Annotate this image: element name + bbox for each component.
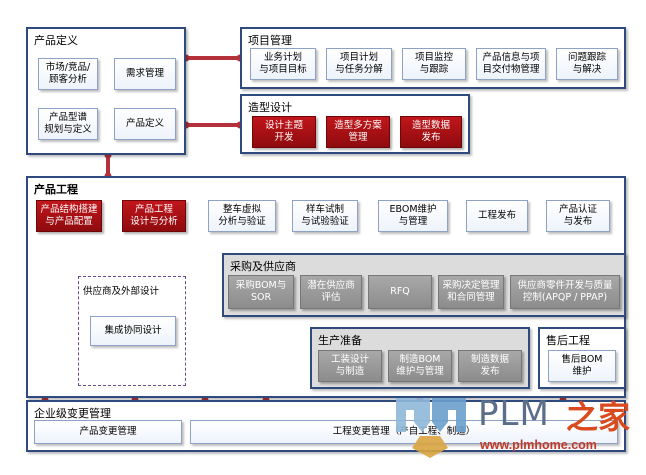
- product-engineering-title: 产品工程: [34, 183, 78, 196]
- issue-tracking-box[interactable]: 问题跟踪 与解决: [556, 48, 618, 80]
- styling-release-box[interactable]: 造型数据 发布: [400, 116, 462, 148]
- supplier-design-title: 供应商及外部设计: [83, 286, 160, 297]
- production-prep-title: 生产准备: [318, 334, 362, 347]
- project-management-title: 项目管理: [248, 34, 292, 47]
- logo-han: 之家: [566, 398, 631, 436]
- virtual-analysis-box[interactable]: 整车虚拟 分析与验证: [208, 200, 276, 232]
- styling-scheme-box[interactable]: 造型多方案 管理: [326, 116, 390, 148]
- ebom-maintenance-box[interactable]: EBOM维护 与管理: [378, 200, 448, 232]
- manufacturing-data-box[interactable]: 制造数据 发布: [458, 350, 522, 382]
- product-definition-title: 产品定义: [34, 34, 78, 47]
- procurement-title: 采购及供应商: [230, 260, 296, 273]
- collaborative-design-box[interactable]: 集成协同设计: [90, 316, 176, 346]
- deliverables-management-box[interactable]: 产品信息与项 目交付物管理: [476, 48, 546, 80]
- purchase-bom-box[interactable]: 采购BOM与 SOR: [228, 275, 294, 309]
- project-monitoring-box[interactable]: 项目监控 与跟踪: [402, 48, 466, 80]
- product-certification-box[interactable]: 产品认证 与发布: [546, 200, 610, 232]
- prototype-build-box[interactable]: 样车试制 与试验验证: [292, 200, 358, 232]
- product-definition-box[interactable]: 产品定义: [114, 108, 176, 140]
- plm-logo-icon: [396, 398, 466, 458]
- product-spectrum-box[interactable]: 产品型谱 规划与定义: [38, 108, 98, 140]
- engineering-design-box[interactable]: 产品工程 设计与分析: [122, 200, 186, 232]
- supplier-quality-box[interactable]: 供应商零件开发与质量 控制(APQP / PPAP): [510, 275, 620, 309]
- mbom-maintenance-box[interactable]: 制造BOM 维护与管理: [388, 350, 452, 382]
- requirements-management-box[interactable]: 需求管理: [114, 58, 176, 90]
- contract-management-box[interactable]: 采购决定管理 和合同管理: [438, 275, 504, 309]
- market-analysis-box[interactable]: 市场/竞品/ 顾客分析: [38, 58, 98, 90]
- product-structure-box[interactable]: 产品结构搭建 与产品配置: [36, 200, 102, 232]
- project-plan-box[interactable]: 项目计划 与任务分解: [326, 48, 392, 80]
- after-sales-title: 售后工程: [546, 334, 590, 347]
- design-theme-box[interactable]: 设计主题 开发: [252, 116, 316, 148]
- aftersales-bom-box[interactable]: 售后BOM 维护: [548, 350, 616, 382]
- tooling-design-box[interactable]: 工装设计 与制造: [318, 350, 382, 382]
- business-plan-box[interactable]: 业务计划 与项目目标: [250, 48, 316, 80]
- styling-design-title: 造型设计: [248, 101, 292, 114]
- logo-url: www.plmhome.com: [480, 438, 597, 452]
- supplier-evaluation-box[interactable]: 潜在供应商 评估: [300, 275, 362, 309]
- enterprise-change-title: 企业级变更管理: [34, 407, 111, 420]
- product-change-box[interactable]: 产品变更管理: [34, 420, 182, 444]
- logo-text: PLM: [478, 394, 550, 434]
- rfq-box[interactable]: RFQ: [368, 275, 432, 309]
- engineering-release-box[interactable]: 工程发布: [466, 200, 528, 232]
